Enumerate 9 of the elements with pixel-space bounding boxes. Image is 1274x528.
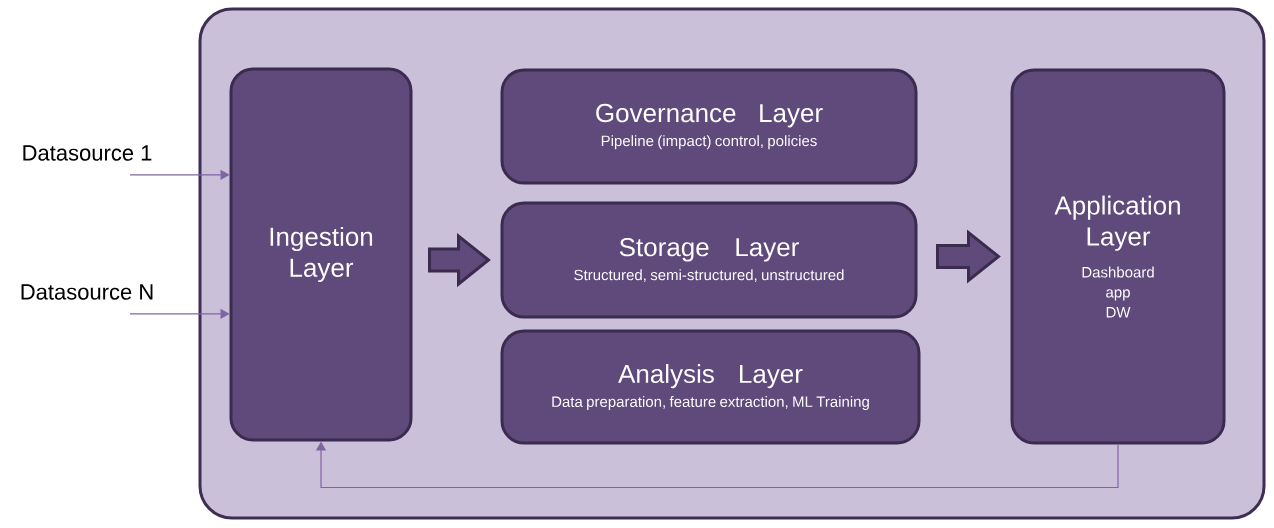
layer-box: Analysis Layer Data preparation, feature extraction, ML Training	[500, 329, 921, 445]
layer-box: Governance Layer Pipeline (impact) control, policies	[500, 68, 918, 185]
block-arrow	[936, 229, 1001, 284]
layer-box: Application Layer Dashboard app DW	[1010, 68, 1226, 445]
layer-box: Ingestion Layer	[229, 67, 413, 442]
block-arrow	[428, 232, 491, 288]
layer-box: Storage Layer Structured, semi-structured, unstructured	[500, 201, 918, 319]
source-label: Datasource N	[21, 284, 153, 300]
source-label: Datasource 1	[23, 145, 152, 161]
